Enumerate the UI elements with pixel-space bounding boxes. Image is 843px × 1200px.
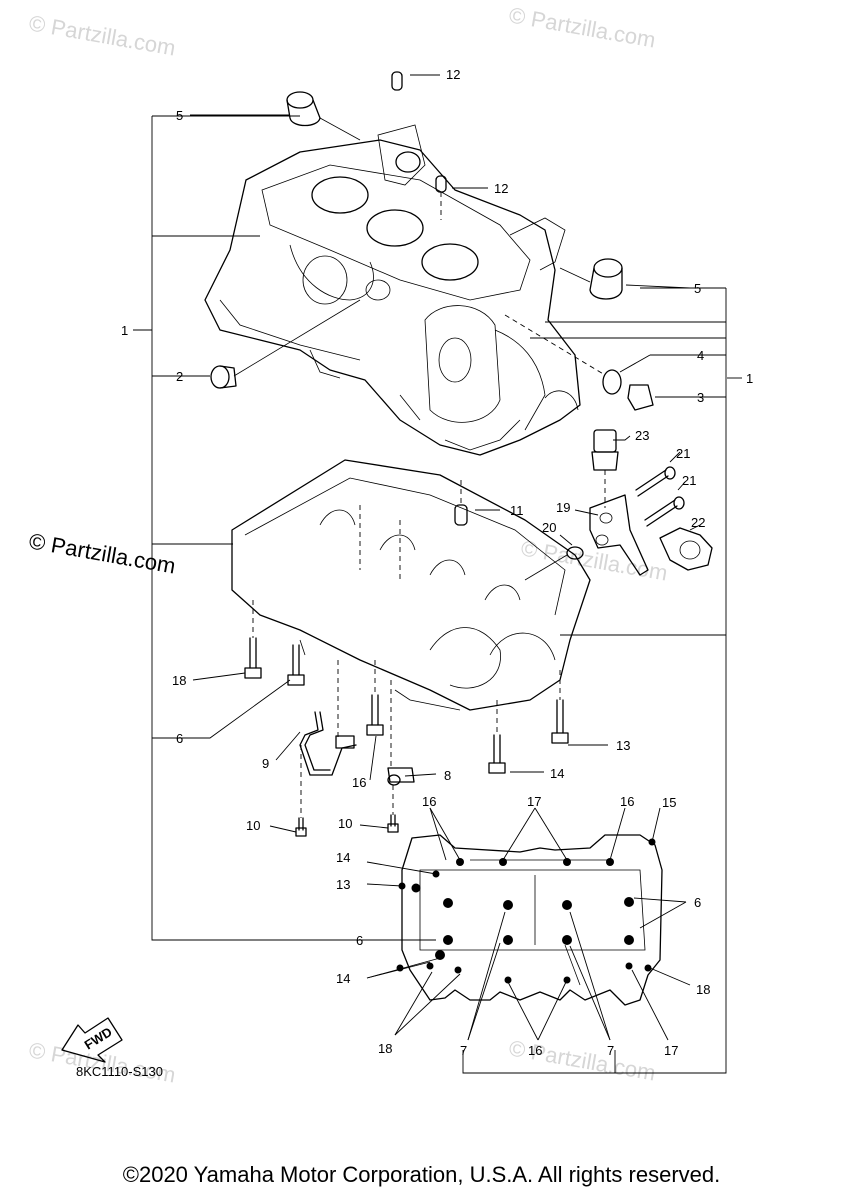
bolt-positions [396,838,656,984]
engine-mount-bushing-right [559,258,623,300]
callout-5-top: 5 [176,108,183,123]
callout-19: 19 [556,500,570,515]
watermark: © Partzilla.com [507,2,657,52]
callout-15: 15 [662,795,676,810]
callout-7-right: 7 [607,1043,614,1058]
callout-16-plan-left: 16 [422,794,436,809]
dowel-pin-lower [435,175,447,220]
partzilla-watermark: © Partzilla.com [27,528,177,578]
callout-10-right: 10 [338,816,352,831]
callout-13-bolt: 13 [616,738,630,753]
callout-2: 2 [176,369,183,384]
sensor-22 [659,527,713,571]
callout-6-right: 6 [694,895,701,910]
callout-22: 22 [691,515,705,530]
callout-16-bolt: 16 [352,775,366,790]
callout-8: 8 [444,768,451,783]
callout-13-plan: 13 [336,877,350,892]
watermark: © Partzilla.com [519,535,669,585]
callout-18-bolt: 18 [172,673,186,688]
callout-17-top: 17 [527,794,541,809]
screw-10-left [295,817,307,837]
callout-18-plan-right: 18 [696,982,710,997]
callout-9: 9 [262,756,269,771]
callout-11: 11 [510,503,524,518]
callout-10-left: 10 [246,818,260,833]
bolt-6 [287,644,305,686]
callout-3: 3 [697,390,704,405]
o-ring-20 [566,546,584,560]
callout-16-plan-bottom: 16 [528,1043,542,1058]
bolt-14 [488,734,506,774]
fitting-8 [387,767,415,786]
callout-20: 20 [542,520,556,535]
sensor-23 [591,429,619,471]
callout-14-bolt: 14 [550,766,564,781]
callout-23: 23 [635,428,649,443]
bolt-18 [244,637,262,679]
bolt-21-b [644,496,685,527]
callout-12-lower: 12 [494,181,508,196]
plug-3 [627,384,654,411]
callout-21-bottom: 21 [682,473,696,488]
bracket-19 [589,494,649,576]
bolt-21-a [635,466,676,497]
copyright-notice: ©2020 Yamaha Motor Corporation, U.S.A. A… [122,1162,721,1187]
callout-6-plan: 6 [356,933,363,948]
dowel-pin-upper [391,71,403,91]
dowel-pin-11 [454,504,468,526]
watermark: © Partzilla.com [27,10,177,60]
callout-18-plan-left: 18 [378,1041,392,1056]
callout-1-left: 1 [121,323,128,338]
callout-6-left: 6 [176,731,183,746]
plug [210,365,237,389]
callout-12-top: 12 [446,67,460,82]
bolt-tightening-plan [401,834,663,1006]
callout-7-left: 7 [460,1043,467,1058]
callout-16-plan-right: 16 [620,794,634,809]
callout-14-plan-bottom: 14 [336,971,350,986]
upper-crankcase [204,124,581,456]
diagram-code: 8KC1110-S130 [76,1064,163,1079]
bolt-13 [551,699,569,744]
callout-14-plan-top: 14 [336,850,350,865]
lower-crankcase [231,459,591,711]
callout-21-top: 21 [676,446,690,461]
callout-4: 4 [697,348,704,363]
screw-10-right [387,814,399,833]
callout-17-bottom: 17 [664,1043,678,1058]
engine-mount-bushing-top [286,91,361,141]
callout-1-right: 1 [746,371,753,386]
o-ring [602,369,622,395]
callout-5-right: 5 [694,281,701,296]
bolt-16 [366,694,384,736]
watermark: © Partzilla.com [27,1037,177,1087]
oil-pipe-9 [299,711,357,776]
